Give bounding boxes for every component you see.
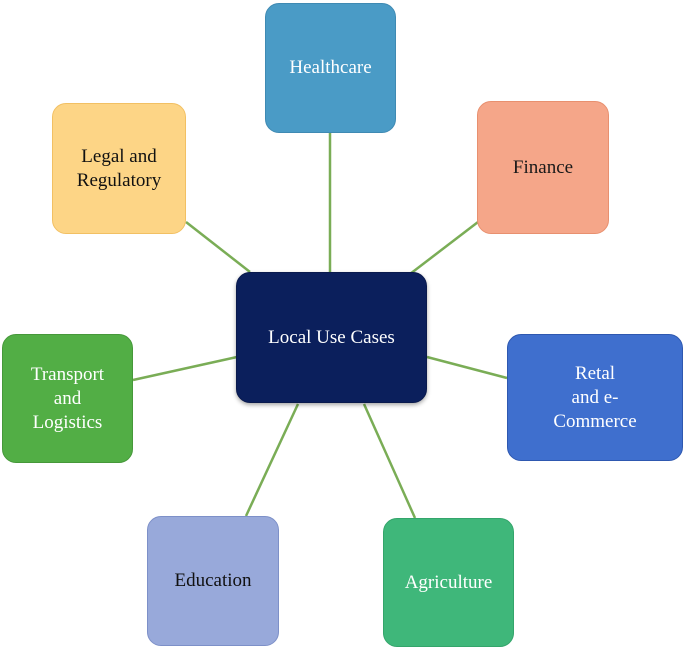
node-agriculture: Agriculture xyxy=(383,518,514,647)
node-label-transport: Transport and Logistics xyxy=(30,363,105,433)
node-retail: Retal and e- Commerce xyxy=(507,334,683,461)
link-finance xyxy=(409,221,479,275)
node-label-finance: Finance xyxy=(512,156,574,178)
node-transport: Transport and Logistics xyxy=(2,334,133,463)
node-label-legal: Legal and Regulatory xyxy=(76,145,162,191)
node-label-retail: Retal and e- Commerce xyxy=(553,362,637,432)
node-legal: Legal and Regulatory xyxy=(52,103,186,234)
link-transport xyxy=(132,355,238,382)
link-agriculture xyxy=(362,403,417,519)
link-retail xyxy=(426,355,508,380)
node-finance: Finance xyxy=(477,101,609,234)
node-label-agriculture: Agriculture xyxy=(404,571,493,593)
link-legal xyxy=(185,221,251,273)
node-label-education: Education xyxy=(174,570,252,591)
node-healthcare: Healthcare xyxy=(265,3,396,133)
center-node-local-use-cases: Local Use Cases xyxy=(236,272,427,403)
node-education: Education xyxy=(147,516,279,646)
link-education xyxy=(244,403,300,517)
node-label-healthcare: Healthcare xyxy=(289,57,372,78)
center-node-label: Local Use Cases xyxy=(268,326,395,348)
